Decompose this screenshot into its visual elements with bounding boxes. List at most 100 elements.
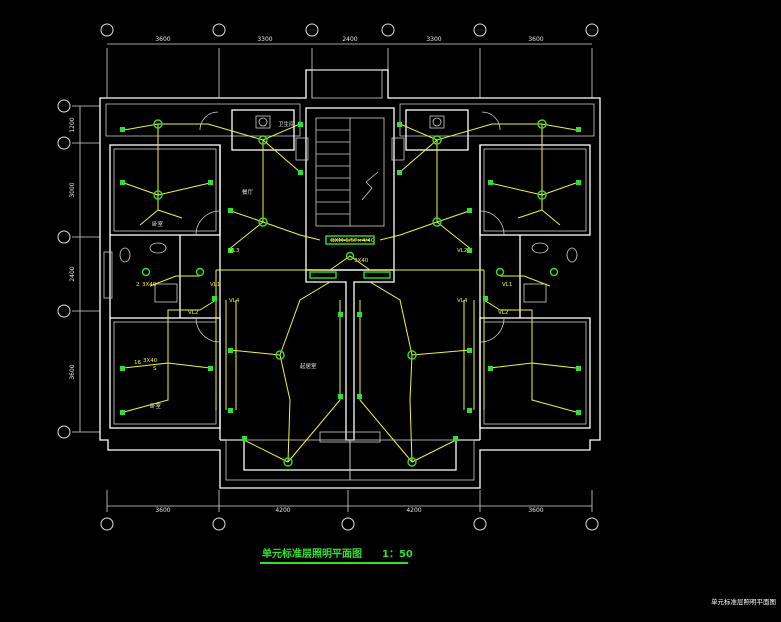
room-label: 卧室 xyxy=(150,402,162,410)
socket-icon xyxy=(208,180,213,185)
circuit-label: VL4 xyxy=(229,298,240,304)
drawing-title: 单元标准层照明平面图 1：50 xyxy=(260,547,413,564)
socket-icon xyxy=(576,180,581,185)
socket-icon xyxy=(357,312,362,317)
ceiling-light-icon xyxy=(258,217,268,227)
ceiling-light-icon xyxy=(407,350,417,360)
dimension-label: 3600 xyxy=(528,507,543,514)
socket-icon xyxy=(576,410,581,415)
socket-icon xyxy=(228,348,233,353)
axis-tag xyxy=(57,99,71,113)
ceiling-light-icon xyxy=(432,135,442,145)
sink-icon xyxy=(149,242,167,254)
basin-icon xyxy=(432,117,442,127)
distribution-panel xyxy=(309,271,337,279)
switch-icon xyxy=(576,127,581,132)
switch-icon xyxy=(483,296,488,301)
ceiling-light-icon xyxy=(549,267,559,277)
circuit-label: VL4 xyxy=(457,298,468,304)
distribution-panel xyxy=(363,271,391,279)
socket-icon xyxy=(338,394,343,399)
axis-tag xyxy=(100,23,114,37)
panel-tag: 3X40 xyxy=(354,258,369,264)
axis-tag xyxy=(100,517,114,531)
wiring-network xyxy=(123,123,577,463)
panel-tag: BXM-6/5F×4/4C xyxy=(331,238,375,244)
axis-tag xyxy=(57,136,71,150)
switch-icon xyxy=(120,127,125,132)
axis-tag xyxy=(585,517,599,531)
dimension-label: 3300 xyxy=(426,36,441,43)
ceiling-light-icon xyxy=(141,267,151,277)
ceiling-light-icon xyxy=(345,251,355,261)
axis-tag xyxy=(341,517,355,531)
socket-icon xyxy=(488,366,493,371)
room-label: 卧室 xyxy=(152,220,164,228)
dimension-label: 3300 xyxy=(257,36,272,43)
circuit-label: VL1 xyxy=(502,282,512,288)
sink-icon xyxy=(531,242,549,254)
socket-icon xyxy=(488,180,493,185)
dimension-label: 3600 xyxy=(155,507,170,514)
dimension-label: 3600 xyxy=(528,36,543,43)
dimension-label: 3600 xyxy=(69,364,76,379)
socket-icon xyxy=(242,436,247,441)
room-label: 餐厅 xyxy=(242,188,254,196)
socket-icon xyxy=(467,208,472,213)
socket-icon xyxy=(228,408,233,413)
ceiling-light-icon xyxy=(407,457,417,467)
circuit-label: VL2 xyxy=(188,310,198,316)
fixture-tag: 3X40 xyxy=(143,358,158,364)
axis-tag xyxy=(305,23,319,37)
socket-icon xyxy=(338,312,343,317)
axis-tag xyxy=(212,517,226,531)
building-walls xyxy=(99,69,601,489)
socket-icon xyxy=(120,366,125,371)
ceiling-light-icon xyxy=(537,190,547,200)
top-dimension-line: 3600 3300 2400 3300 3600 xyxy=(100,23,599,98)
dimension-label: 3600 xyxy=(155,36,170,43)
socket-icon xyxy=(298,170,303,175)
dimension-label: 1200 xyxy=(69,117,76,132)
room-label: 卫生间 xyxy=(278,120,295,128)
ceiling-light-icon xyxy=(153,119,163,129)
switch-icon xyxy=(212,296,217,301)
socket-icon xyxy=(467,248,472,253)
axis-tag xyxy=(473,517,487,531)
ceiling-light-icon xyxy=(432,217,442,227)
left-dimension-line: 1200 3000 2400 3600 xyxy=(57,99,100,439)
axis-tag xyxy=(57,304,71,318)
ceiling-light-icon xyxy=(283,457,293,467)
bottom-dimension-line: 3600 4200 4200 3600 xyxy=(100,490,599,531)
axis-tag xyxy=(381,23,395,37)
axis-tag xyxy=(585,23,599,37)
room-label: 起居室 xyxy=(300,362,317,370)
fixture-tag: 3X40 xyxy=(142,282,157,288)
socket-icon xyxy=(576,366,581,371)
drawing-title-text: 单元标准层照明平面图 xyxy=(262,547,362,560)
light-fixtures xyxy=(120,119,581,467)
circuit-label: VL3 xyxy=(229,248,240,254)
toilet-icon xyxy=(119,247,131,263)
socket-icon xyxy=(228,248,233,253)
socket-icon xyxy=(453,436,458,441)
ceiling-light-icon xyxy=(258,135,268,145)
ceiling-light-icon xyxy=(195,267,205,277)
ceiling-light-icon xyxy=(537,119,547,129)
dimension-label: 4200 xyxy=(406,507,421,514)
dimension-label: 2400 xyxy=(342,36,357,43)
basin-icon xyxy=(258,117,268,127)
socket-icon xyxy=(357,394,362,399)
socket-icon xyxy=(467,408,472,413)
dimension-label: 2400 xyxy=(69,266,76,281)
ceiling-light-icon xyxy=(495,267,505,277)
drawing-labels: 卧室 卫生间 餐厅 起居室 卧室 VL3 VL4 VL1 VL2 VL2 VL4… xyxy=(134,120,512,410)
axis-tag xyxy=(212,23,226,37)
circuit-label: VL2 xyxy=(498,310,508,316)
socket-icon xyxy=(120,410,125,415)
toilet-icon xyxy=(566,247,578,263)
corner-caption: 单元标准层照明平面图 xyxy=(711,597,776,606)
socket-icon xyxy=(397,170,402,175)
axis-tag xyxy=(473,23,487,37)
